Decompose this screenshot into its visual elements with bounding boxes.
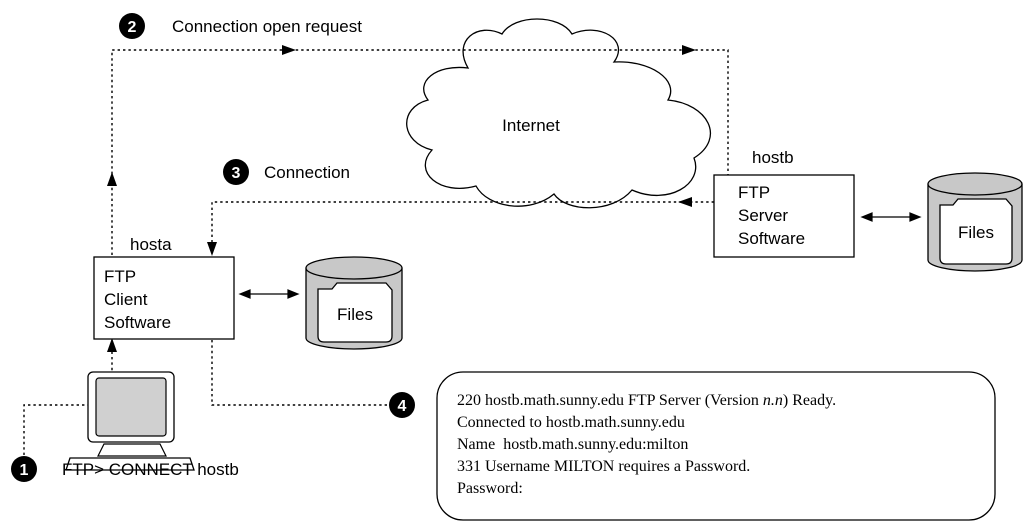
arrow-step2-right-1 (282, 45, 296, 55)
file-access-arrows (238, 212, 922, 299)
step-4-number: 4 (398, 398, 407, 415)
client-box-line2: Client (104, 290, 148, 309)
server-files-icon: Files (927, 172, 1023, 272)
server-box: hostb FTP Server Software (713, 148, 855, 258)
arrow-step3-down (207, 242, 217, 256)
transcript-line2: Connected to hostb.math.sunny.edu (457, 414, 685, 431)
arrow-step2-right-2 (682, 45, 696, 55)
transcript-line1: 220 hostb.math.sunny.edu FTP Server (Ver… (457, 392, 836, 409)
arrow-step2-up (107, 172, 117, 186)
step-1-label: FTP> CONNECT hostb (62, 460, 239, 479)
server-box-line3: Software (738, 229, 805, 248)
transcript-line4: 331 Username MILTON requires a Password. (457, 458, 750, 475)
step-3-number: 3 (232, 165, 241, 182)
computer-terminal-icon (65, 371, 195, 471)
step-3-label: Connection (264, 163, 350, 182)
server-box-line2: Server (738, 206, 788, 225)
transcript-line5: Password: (457, 480, 523, 497)
server-box-line1: FTP (738, 183, 770, 202)
arrow-step1-up (107, 338, 117, 352)
terminal-transcript: 220 hostb.math.sunny.edu FTP Server (Ver… (436, 371, 996, 521)
server-host-label: hostb (752, 148, 794, 167)
transcript-line3: Name hostb.math.sunny.edu:milton (457, 436, 688, 453)
client-box-line1: FTP (104, 267, 136, 286)
step-3-badge: 3 Connection (223, 159, 350, 185)
step3-path (211, 201, 714, 250)
step1-path (23, 340, 113, 455)
step2-path (111, 49, 729, 255)
step-2-label: Connection open request (172, 17, 362, 36)
step-1-number: 1 (20, 462, 29, 479)
client-box-line3: Software (104, 313, 171, 332)
step4-path (211, 340, 388, 406)
step-2-number: 2 (128, 19, 137, 36)
connection-paths (23, 49, 729, 455)
step-4-badge: 4 (389, 392, 415, 418)
client-box: hosta FTP Client Software (93, 235, 235, 340)
step-1-badge: 1 FTP> CONNECT hostb (11, 456, 239, 482)
client-files-icon: Files (305, 256, 403, 350)
client-host-label: hosta (130, 235, 172, 254)
server-files-label: Files (958, 223, 994, 242)
arrow-step3-left (678, 197, 692, 207)
internet-label: Internet (502, 116, 560, 135)
client-files-label: Files (337, 305, 373, 324)
internet-cloud: Internet (406, 18, 712, 209)
step-2-badge: 2 Connection open request (119, 13, 362, 39)
